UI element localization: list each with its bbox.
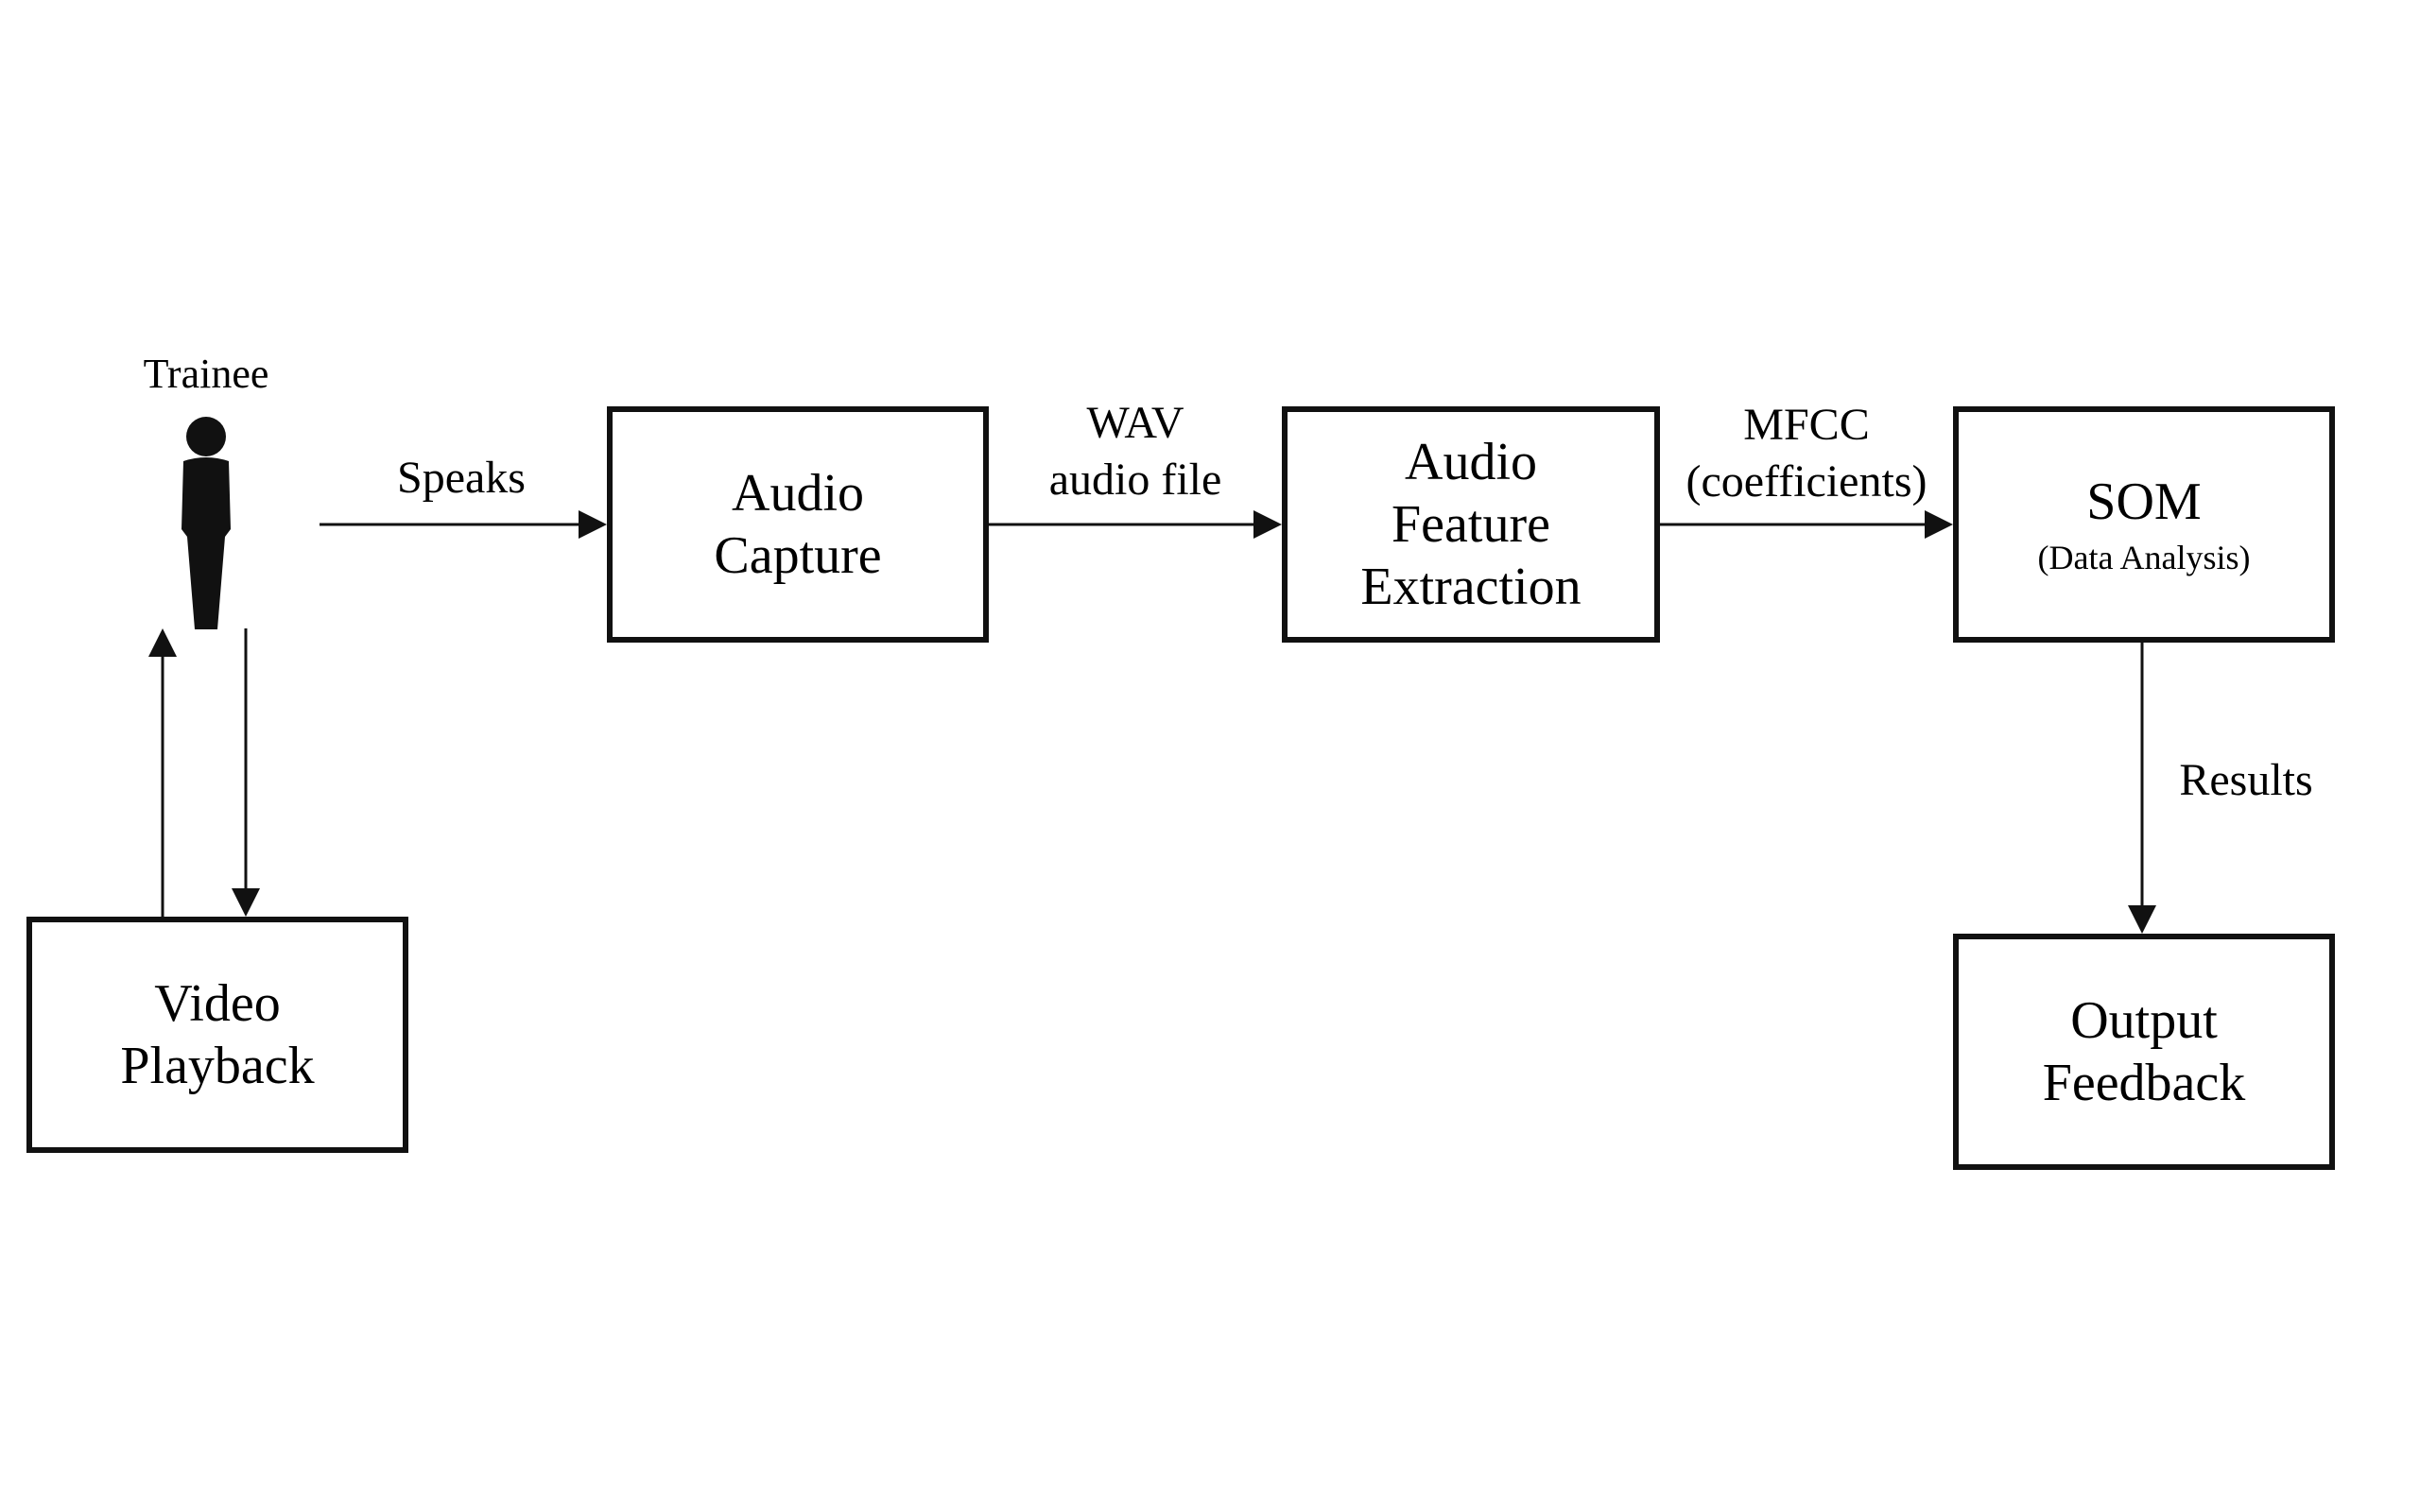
- som-box: SOM (Data Analysis): [1953, 406, 2335, 643]
- output-feedback-box: Output Feedback: [1953, 934, 2335, 1170]
- wav-label-line-2: audio file: [1048, 455, 1222, 505]
- audio-capture-title-line-1: Audio: [732, 464, 864, 523]
- wav-label-line-1: WAV: [1086, 398, 1184, 448]
- som-title: SOM: [2086, 472, 2202, 531]
- trainee-label: Trainee: [143, 351, 269, 397]
- arrow-wav: [989, 510, 1282, 539]
- mfcc-label-line-1: MFCC: [1743, 400, 1870, 450]
- feature-extraction-title-line-3: Extraction: [1360, 558, 1582, 616]
- arrow-playback-to-trainee: [148, 628, 177, 917]
- arrow-speaks: [320, 510, 607, 539]
- audio-capture-title-line-2: Capture: [714, 526, 882, 585]
- person-icon: [182, 417, 231, 629]
- wav-label: WAV audio file: [989, 395, 1282, 508]
- output-feedback-title-line-2: Feedback: [2042, 1054, 2246, 1112]
- output-feedback-title-line-1: Output: [2070, 991, 2218, 1050]
- video-playback-box: Video Playback: [26, 917, 408, 1153]
- feature-extraction-box: Audio Feature Extraction: [1282, 406, 1660, 643]
- som-subtitle: (Data Analysis): [2037, 539, 2251, 576]
- arrow-results: [2128, 643, 2156, 934]
- feature-extraction-title-line-1: Audio: [1405, 433, 1537, 491]
- arrow-mfcc: [1660, 510, 1953, 539]
- results-label: Results: [2179, 755, 2313, 805]
- feature-extraction-title-line-2: Feature: [1392, 495, 1550, 554]
- mfcc-label-line-2: (coefficients): [1685, 456, 1927, 507]
- audio-capture-box: Audio Capture: [607, 406, 989, 643]
- video-playback-title-line-2: Playback: [120, 1037, 315, 1095]
- speaks-label: Speaks: [397, 453, 526, 503]
- mfcc-label: MFCC (coefficients): [1660, 397, 1953, 510]
- video-playback-title-line-1: Video: [154, 974, 281, 1033]
- arrow-trainee-to-playback: [232, 628, 260, 917]
